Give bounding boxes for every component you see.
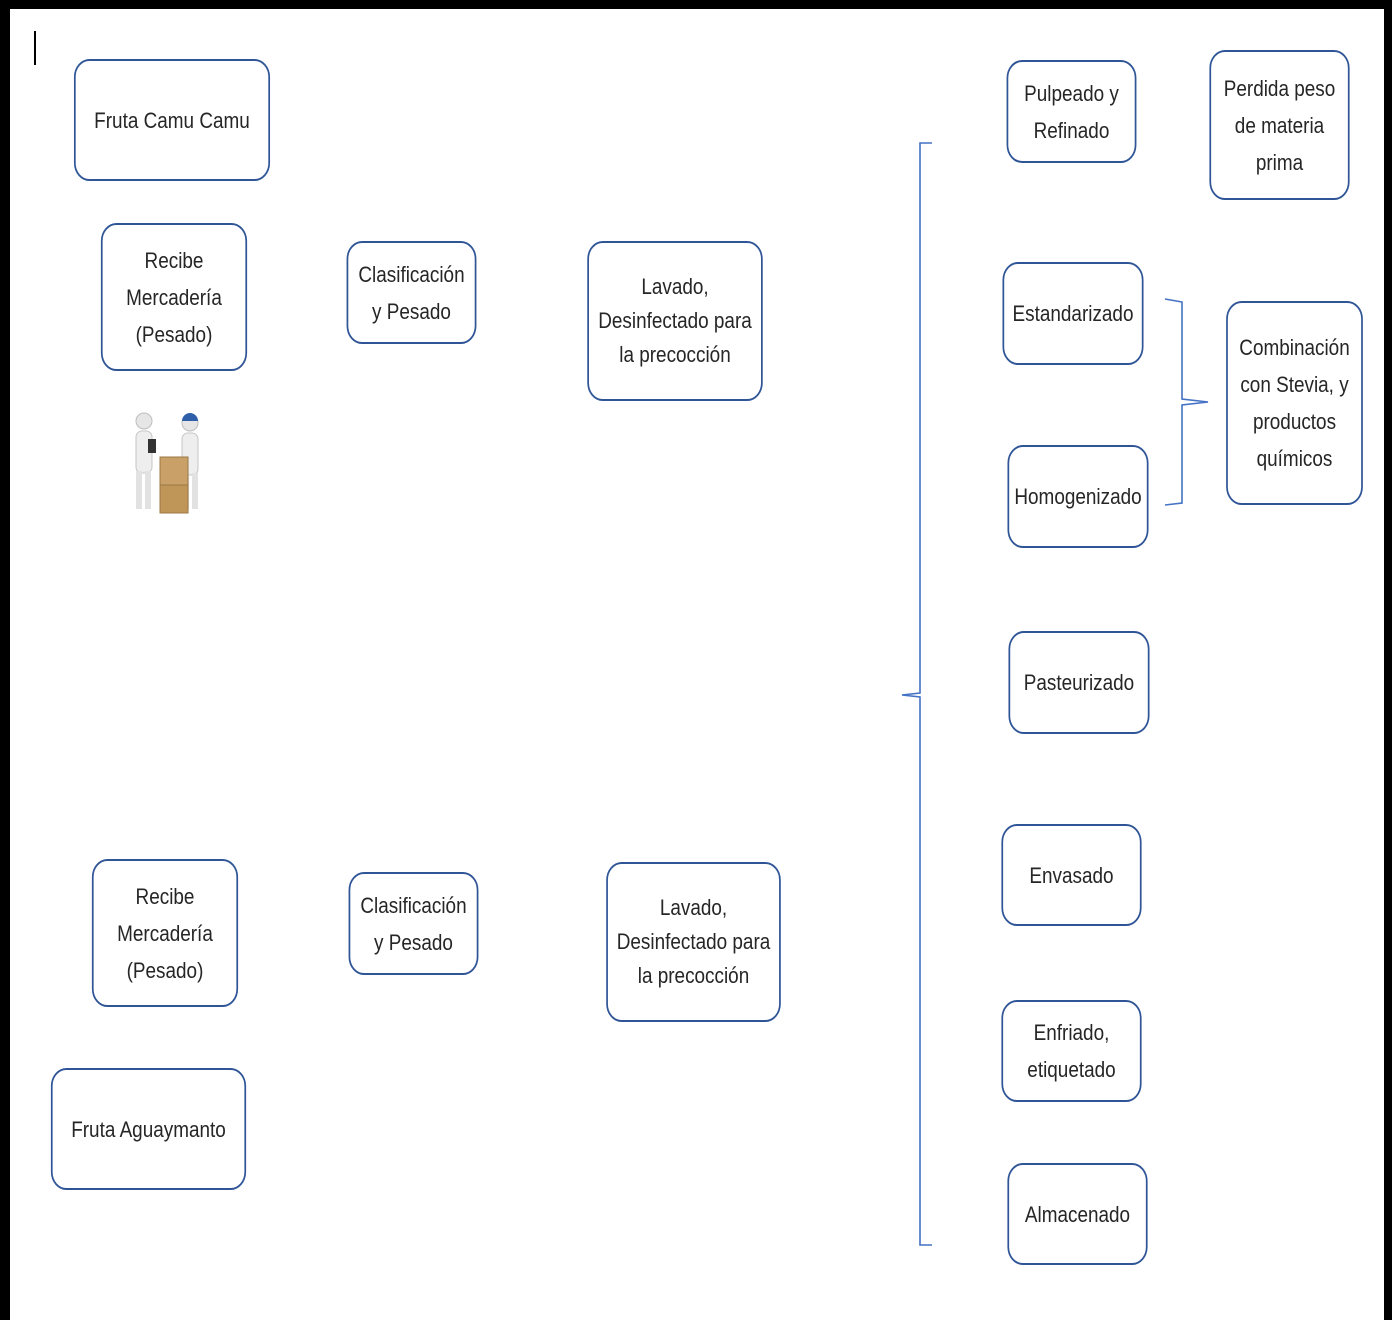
enfriado-etiquetado-box: Enfriado, etiquetado: [1001, 1000, 1142, 1102]
combinacion-stevia-box: Combinación con Stevia, y productos quím…: [1226, 301, 1363, 505]
pasteurizado-label: Pasteurizado: [1023, 670, 1135, 695]
connector-lines: [901, 142, 1209, 1246]
recibe-mercaderia-box-1: Recibe Mercadería (Pesado): [100, 223, 248, 371]
clasificacion-pesado-label-1: Clasificación y Pesado: [358, 261, 465, 324]
group-brace: [1164, 298, 1209, 506]
text-cursor: [34, 31, 36, 65]
combinacion-stevia-label: Combinación con Stevia, y productos quím…: [1239, 335, 1350, 471]
almacenado-box: Almacenado: [1007, 1163, 1148, 1265]
recibe-mercaderia-label-2: Recibe Mercadería (Pesado): [117, 883, 213, 983]
clasificacion-pesado-box-1: Clasificación y Pesado: [346, 241, 477, 344]
perdida-peso-label: Perdida peso de materia prima: [1223, 75, 1336, 175]
envasado-label: Envasado: [1029, 862, 1114, 888]
fruta-aguaymanto-box: Fruta Aguaymanto: [50, 1068, 247, 1190]
recibe-mercaderia-label-1: Recibe Mercadería (Pesado): [126, 247, 222, 347]
enfriado-etiquetado-label: Enfriado, etiquetado: [1027, 1020, 1116, 1082]
process-brace: [901, 142, 932, 1246]
pulpeado-refinado-label: Pulpeado y Refinado: [1024, 80, 1119, 143]
perdida-peso-box: Perdida peso de materia prima: [1209, 50, 1350, 200]
estandarizado-label: Estandarizado: [1012, 301, 1134, 326]
clasificacion-pesado-box-2: Clasificación y Pesado: [348, 872, 479, 975]
fruta-aguaymanto-label: Fruta Aguaymanto: [71, 1116, 226, 1142]
lavado-desinfectado-label-1: Lavado, Desinfectado para la precocción: [598, 274, 752, 367]
lavado-desinfectado-box-1: Lavado, Desinfectado para la precocción: [587, 241, 763, 401]
envasado-box: Envasado: [1001, 824, 1142, 926]
homogenizado-label: Homogenizado: [1014, 484, 1142, 509]
lavado-desinfectado-label-2: Lavado, Desinfectado para la precocción: [616, 895, 771, 988]
lavado-desinfectado-box-2: Lavado, Desinfectado para la precocción: [606, 862, 781, 1022]
estandarizado-box: Estandarizado: [1002, 262, 1144, 365]
fruta-camu-camu-label: Fruta Camu Camu: [94, 107, 250, 133]
pasteurizado-box: Pasteurizado: [1008, 631, 1150, 734]
pulpeado-refinado-box: Pulpeado y Refinado: [1006, 60, 1137, 163]
people-with-clipboard-and-boxes-icon: [135, 412, 199, 514]
clasificacion-pesado-label-2: Clasificación y Pesado: [360, 892, 467, 955]
fruta-camu-camu-box: Fruta Camu Camu: [73, 59, 271, 181]
homogenizado-box: Homogenizado: [1007, 445, 1149, 548]
recibe-mercaderia-box-2: Recibe Mercadería (Pesado): [91, 859, 239, 1007]
almacenado-label: Almacenado: [1024, 1201, 1131, 1227]
